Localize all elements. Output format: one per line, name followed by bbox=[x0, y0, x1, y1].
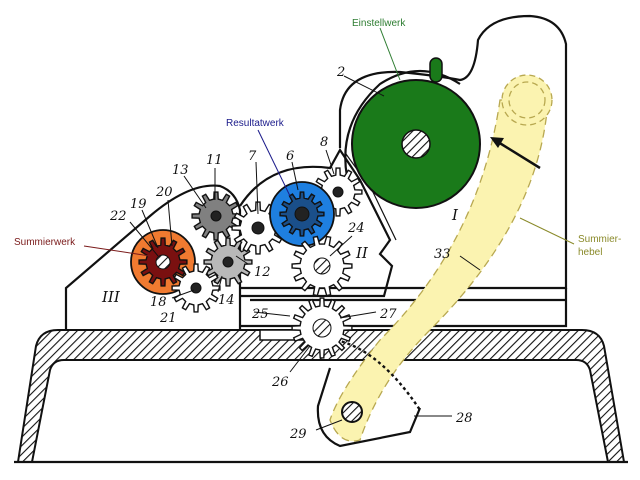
part-18: 18 bbox=[150, 295, 167, 310]
section-III: III bbox=[101, 288, 121, 306]
gear-24 bbox=[291, 235, 353, 297]
section-II: II bbox=[355, 244, 369, 262]
section-I: I bbox=[451, 206, 459, 224]
part-14: 14 bbox=[218, 293, 235, 308]
part-33: 33 bbox=[434, 247, 451, 262]
summierhebel-lever bbox=[329, 74, 553, 442]
part-11: 11 bbox=[206, 153, 223, 168]
part-7: 7 bbox=[248, 149, 257, 164]
part-20: 20 bbox=[155, 185, 173, 200]
part-19: 19 bbox=[130, 197, 147, 212]
einstellwerk-drum bbox=[344, 57, 481, 209]
callout-lines bbox=[83, 27, 575, 257]
gear-7 bbox=[231, 201, 285, 255]
label-summierhebel-1: Summier- bbox=[578, 234, 621, 245]
pivot-29 bbox=[341, 401, 363, 423]
part-27: 27 bbox=[379, 307, 397, 322]
part-25: 25 bbox=[251, 307, 269, 322]
label-summierwerk: Summierwerk bbox=[14, 237, 76, 248]
gear-25-26-27 bbox=[291, 297, 353, 359]
toothed-segment-28 bbox=[316, 338, 422, 448]
gear-8 bbox=[313, 167, 363, 217]
part-22: 22 bbox=[109, 209, 127, 224]
gear-13 bbox=[191, 191, 241, 241]
gear-21 bbox=[171, 263, 221, 313]
part-24: 24 bbox=[347, 221, 365, 236]
leader-lines bbox=[129, 75, 481, 431]
part-26: 26 bbox=[271, 375, 289, 390]
label-einstellwerk: Einstellwerk bbox=[352, 18, 406, 29]
frame-plate-3 bbox=[64, 184, 242, 330]
label-resultatwerk: Resultatwerk bbox=[226, 118, 285, 129]
direction-arrow bbox=[490, 137, 541, 170]
part-28: 28 bbox=[455, 411, 473, 426]
label-summierhebel-2: hebel bbox=[578, 247, 602, 258]
part-21: 21 bbox=[159, 311, 177, 326]
part-2: 2 bbox=[336, 65, 345, 80]
part-6: 6 bbox=[286, 149, 294, 164]
part-29: 29 bbox=[289, 427, 307, 442]
part-13: 13 bbox=[172, 163, 189, 178]
gear-6-resultatwerk bbox=[269, 181, 335, 247]
part-12: 12 bbox=[254, 265, 271, 280]
gear-14 bbox=[203, 237, 253, 287]
part-8: 8 bbox=[320, 135, 328, 150]
